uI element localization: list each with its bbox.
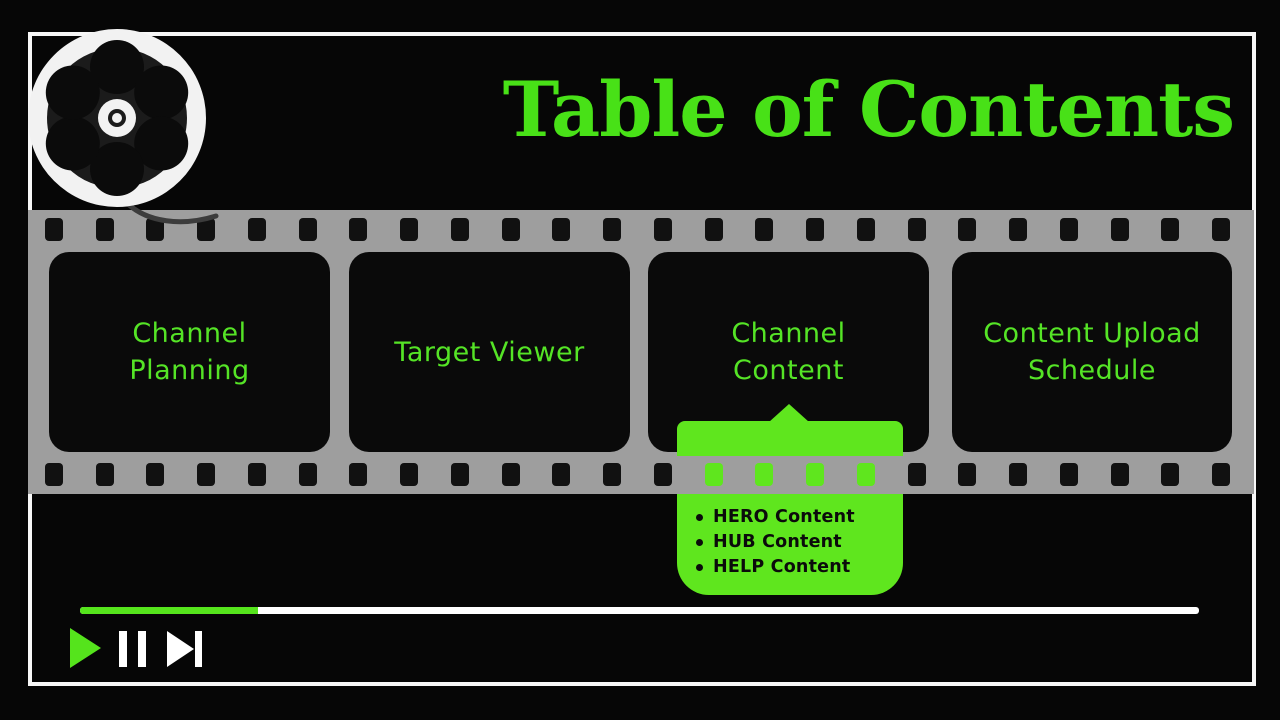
callout-top bbox=[677, 421, 903, 456]
sprocket-hole bbox=[1161, 218, 1180, 241]
frame-label: Target Viewer bbox=[394, 336, 585, 368]
sprocket-hole bbox=[197, 218, 216, 241]
sprocket-hole bbox=[958, 218, 977, 241]
sprocket-hole bbox=[95, 218, 114, 241]
sprocket-hole bbox=[450, 218, 469, 241]
callout-list: HERO Content HUB Content HELP Content bbox=[677, 494, 903, 580]
page-title: Table of Contents bbox=[502, 65, 1235, 154]
play-icon[interactable] bbox=[70, 628, 101, 668]
sprocket-hole bbox=[450, 463, 469, 486]
sprocket-hole bbox=[603, 463, 622, 486]
sprocket-hole bbox=[806, 218, 825, 241]
sprocket-hole bbox=[907, 463, 926, 486]
sprocket-hole bbox=[704, 463, 723, 486]
sprocket-hole bbox=[958, 463, 977, 486]
sprocket-hole bbox=[806, 463, 825, 486]
sprocket-hole bbox=[1110, 463, 1129, 486]
frame-label: Channel Planning bbox=[129, 318, 250, 386]
sprocket-hole bbox=[603, 218, 622, 241]
sprocket-hole bbox=[907, 218, 926, 241]
sprocket-hole bbox=[146, 218, 165, 241]
skip-next-icon[interactable] bbox=[167, 631, 202, 667]
sprocket-hole bbox=[856, 463, 875, 486]
skip-bar bbox=[195, 631, 202, 667]
sprocket-hole bbox=[1009, 463, 1028, 486]
sprocket-hole bbox=[95, 463, 114, 486]
frame-label: Channel Content bbox=[731, 318, 846, 386]
sprocket-hole bbox=[501, 218, 520, 241]
sprocket-hole bbox=[247, 463, 266, 486]
sprocket-hole bbox=[298, 463, 317, 486]
sprocket-hole bbox=[400, 463, 419, 486]
callout-item: HERO Content bbox=[696, 505, 903, 530]
toc-frame-content-upload-schedule[interactable]: Content Upload Schedule bbox=[952, 252, 1232, 452]
progress-bar[interactable] bbox=[80, 607, 1199, 614]
sprocket-hole bbox=[298, 218, 317, 241]
toc-frame-target-viewer[interactable]: Target Viewer bbox=[349, 252, 630, 452]
sprocket-hole bbox=[247, 218, 266, 241]
sprocket-hole bbox=[1059, 218, 1078, 241]
sprocket-hole bbox=[1212, 463, 1231, 486]
film-reel-icon bbox=[28, 29, 219, 225]
sprocket-hole bbox=[704, 218, 723, 241]
toc-frame-channel-planning[interactable]: Channel Planning bbox=[49, 252, 330, 452]
sprocket-hole bbox=[45, 218, 63, 241]
sprocket-hole bbox=[400, 218, 419, 241]
callout-item: HELP Content bbox=[696, 555, 903, 580]
sprocket-hole bbox=[45, 463, 63, 486]
sprocket-hole bbox=[1009, 218, 1028, 241]
sprocket-hole bbox=[1110, 218, 1129, 241]
pause-icon[interactable] bbox=[119, 631, 147, 667]
sprocket-hole bbox=[501, 463, 520, 486]
callout-item: HUB Content bbox=[696, 530, 903, 555]
callout-pointer bbox=[769, 404, 809, 422]
frame-label: Content Upload Schedule bbox=[983, 318, 1201, 386]
sprocket-hole bbox=[755, 218, 774, 241]
pause-bar bbox=[138, 631, 146, 667]
sprocket-hole bbox=[1059, 463, 1078, 486]
sprocket-hole bbox=[552, 463, 571, 486]
skip-triangle bbox=[167, 631, 194, 667]
pause-bar bbox=[119, 631, 127, 667]
sprocket-hole bbox=[653, 218, 672, 241]
sprocket-hole bbox=[1161, 463, 1180, 486]
sprocket-hole bbox=[349, 218, 368, 241]
sprocket-hole bbox=[755, 463, 774, 486]
filmstrip: Channel Planning Target Viewer Channel C… bbox=[28, 210, 1254, 494]
sprocket-hole bbox=[653, 463, 672, 486]
callout-bubble: HERO Content HUB Content HELP Content bbox=[677, 494, 903, 595]
progress-fill bbox=[80, 607, 258, 614]
sprocket-hole bbox=[146, 463, 165, 486]
sprocket-hole bbox=[349, 463, 368, 486]
sprocket-hole bbox=[1212, 218, 1231, 241]
sprocket-hole bbox=[197, 463, 216, 486]
sprocket-hole bbox=[856, 218, 875, 241]
sprocket-hole bbox=[552, 218, 571, 241]
